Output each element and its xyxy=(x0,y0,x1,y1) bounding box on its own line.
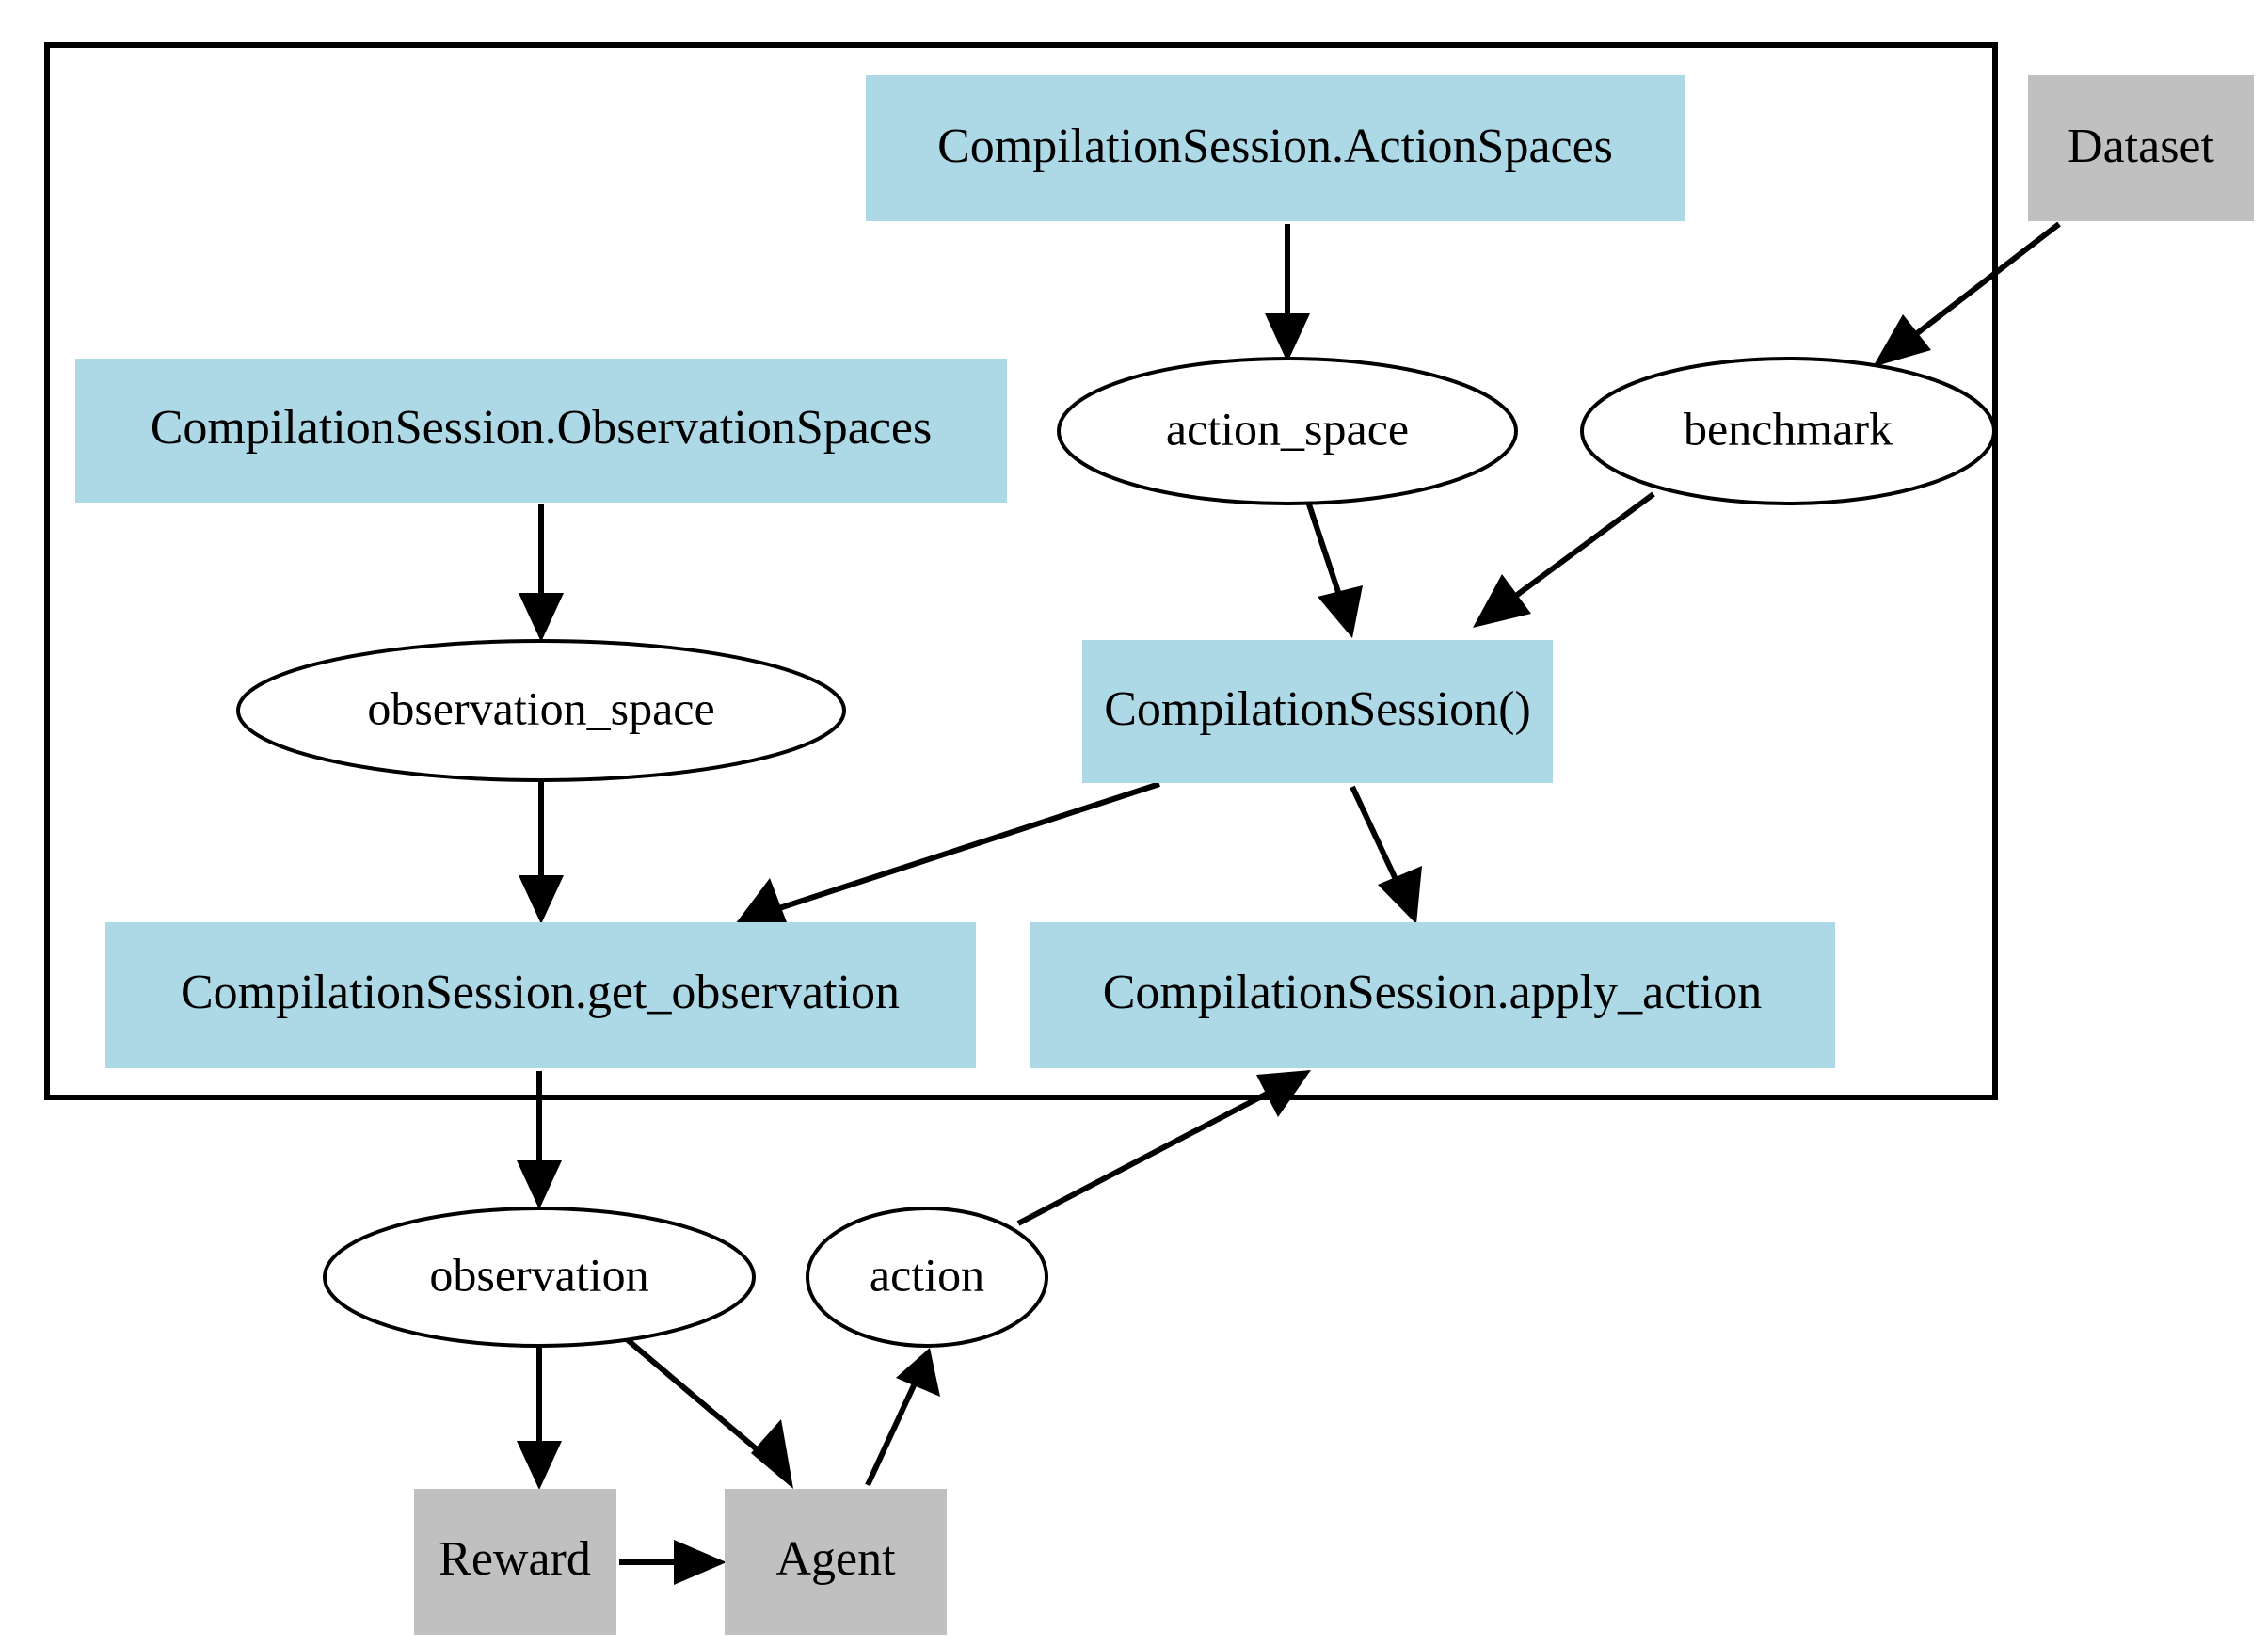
node-action-space[interactable]: action_space xyxy=(1057,357,1518,505)
compilation-service-cluster-border xyxy=(44,42,1998,1100)
node-apply-action-label: CompilationSession.apply_action xyxy=(1103,966,1763,1019)
node-get-observation-shape xyxy=(105,922,976,1068)
node-get-observation[interactable]: CompilationSession.get_observation xyxy=(105,922,976,1068)
edge-observation-to-reward xyxy=(517,1346,562,1490)
edge-action-to-apply-action xyxy=(1016,1070,1311,1226)
edge-compilation-session-to-get-observation xyxy=(736,781,1160,923)
node-observation-spaces-shape xyxy=(75,359,1007,503)
node-dataset-shape xyxy=(2028,75,2254,221)
node-reward-shape xyxy=(414,1489,616,1635)
node-action-label: action xyxy=(870,1248,984,1301)
node-observation[interactable]: observation xyxy=(323,1207,756,1348)
node-agent-label: Agent xyxy=(775,1532,896,1586)
node-observation-space[interactable]: observation_space xyxy=(236,639,846,782)
node-dataset-label: Dataset xyxy=(2068,120,2214,173)
edge-dataset-to-benchmark xyxy=(1873,221,2061,367)
edge-agent-to-action xyxy=(865,1348,940,1487)
node-compilation-session-constructor-shape xyxy=(1082,640,1553,783)
node-benchmark-label: benchmark xyxy=(1684,402,1893,455)
node-compilation-session-constructor-label: CompilationSession() xyxy=(1104,682,1531,736)
edge-observation-space-to-get-observation xyxy=(519,782,564,924)
node-action-space-label: action_space xyxy=(1166,402,1409,455)
node-action-shape xyxy=(806,1207,1048,1348)
edge-action-space-to-compilation-session xyxy=(1305,501,1363,638)
node-action-spaces-label: CompilationSession.ActionSpaces xyxy=(937,120,1613,173)
node-get-observation-label: CompilationSession.get_observation xyxy=(181,966,900,1019)
node-reward[interactable]: Reward xyxy=(414,1489,616,1635)
node-action-spaces[interactable]: CompilationSession.ActionSpaces xyxy=(866,75,1685,221)
node-dataset[interactable]: Dataset xyxy=(2028,75,2254,221)
node-action[interactable]: action xyxy=(806,1207,1048,1348)
node-apply-action[interactable]: CompilationSession.apply_action xyxy=(1030,922,1835,1068)
node-compilation-session-constructor[interactable]: CompilationSession() xyxy=(1082,640,1553,783)
node-action-space-shape xyxy=(1057,357,1518,505)
node-benchmark[interactable]: benchmark xyxy=(1580,357,1996,505)
edge-observationspaces-to-observation-space xyxy=(519,504,564,642)
node-observation-shape xyxy=(323,1207,756,1348)
edge-reward-to-agent xyxy=(619,1540,727,1585)
edge-actionspaces-to-action-space xyxy=(1265,224,1310,362)
node-observation-space-label: observation_space xyxy=(367,681,714,734)
node-action-spaces-shape xyxy=(866,75,1685,221)
node-observation-label: observation xyxy=(429,1248,648,1301)
node-observation-spaces[interactable]: CompilationSession.ObservationSpaces xyxy=(75,359,1007,503)
node-benchmark-shape xyxy=(1580,357,1996,505)
node-observation-space-shape xyxy=(236,639,846,782)
edge-observation-to-agent xyxy=(619,1332,793,1489)
node-agent[interactable]: Agent xyxy=(725,1489,947,1635)
edge-benchmark-to-compilation-session xyxy=(1473,491,1655,628)
node-observation-spaces-label: CompilationSession.ObservationSpaces xyxy=(151,401,932,455)
node-reward-label: Reward xyxy=(439,1532,591,1586)
edge-get-observation-to-observation xyxy=(517,1071,562,1209)
node-apply-action-shape xyxy=(1030,922,1835,1068)
edge-compilation-session-to-apply-action xyxy=(1350,785,1422,924)
node-agent-shape xyxy=(725,1489,947,1635)
